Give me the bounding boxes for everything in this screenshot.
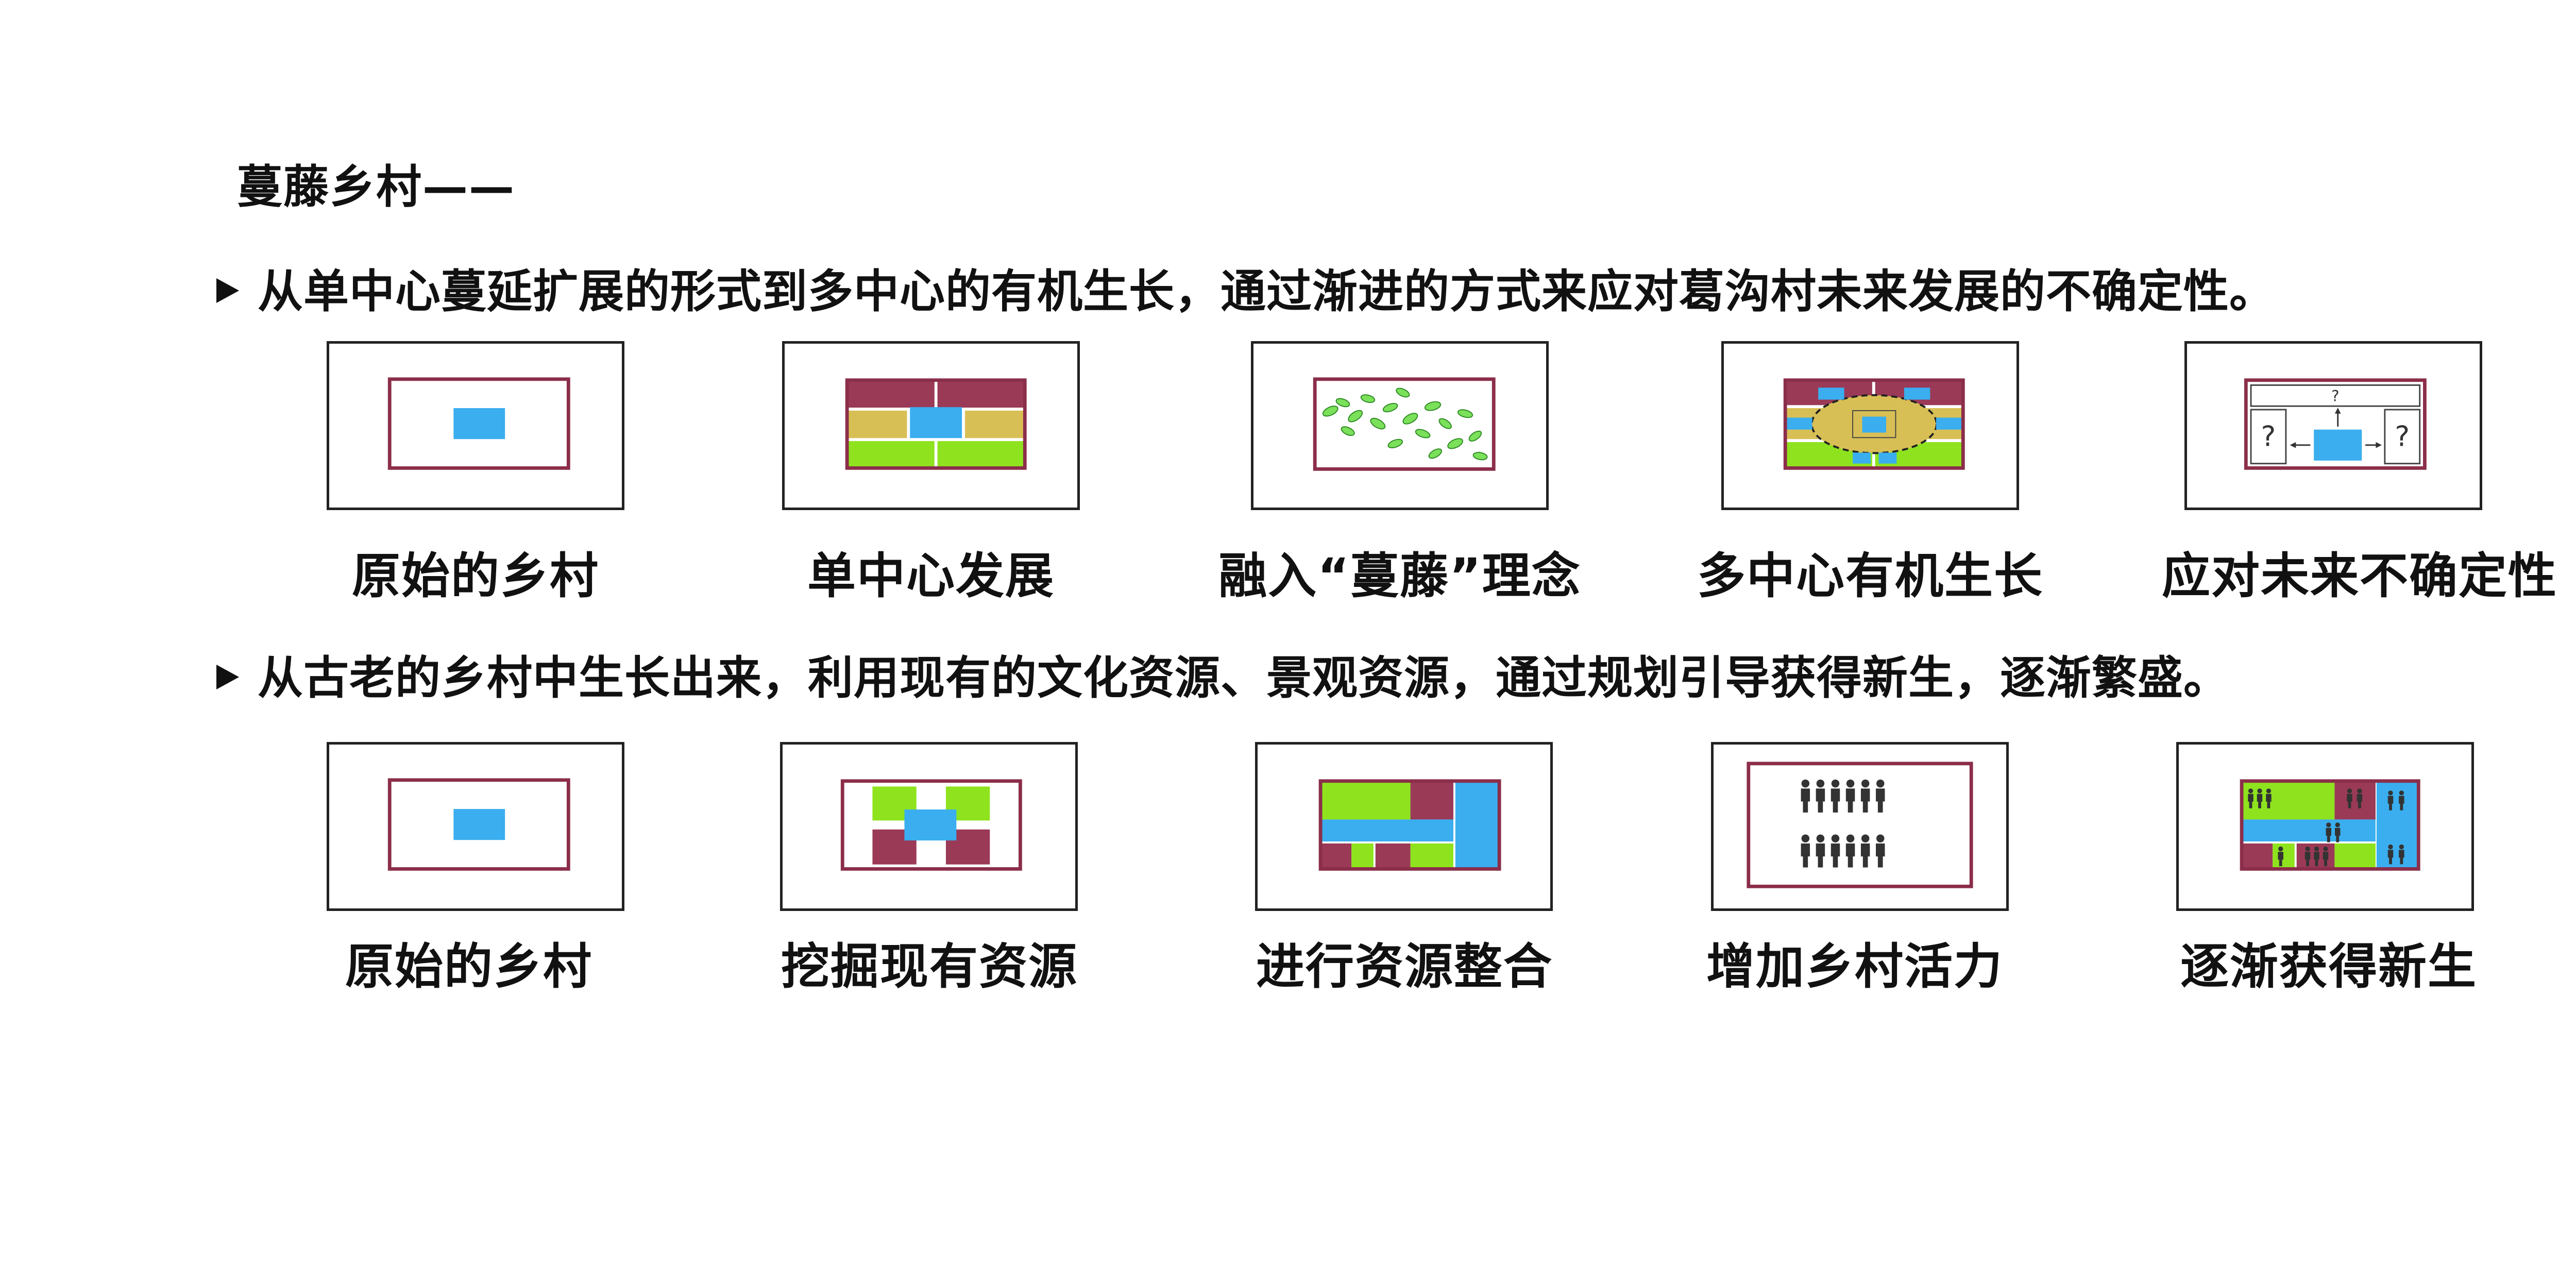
- panel-single-center: [782, 341, 1080, 510]
- caption-row2-5: 逐渐获得新生: [2180, 939, 2477, 995]
- caption-row2-3: 进行资源整合: [1256, 939, 1553, 995]
- row-1-text: 从单中心蔓延扩展的形式到多中心的有机生长，通过渐进的方式来应对葛沟村未来发展的不…: [258, 265, 2276, 318]
- explore-resources-diagram: [840, 779, 1022, 871]
- new-life-diagram: [2240, 779, 2420, 871]
- vitality-diagram: [1747, 762, 1973, 888]
- multi-center-diagram: [1783, 378, 1965, 470]
- panel-new-life: [2176, 742, 2474, 911]
- caption-row2-1: 原始的乡村: [345, 939, 592, 995]
- bullet-row-2: 从古老的乡村中生长出来，利用现有的文化资源、景观资源，通过规划引导获得新生，逐渐…: [216, 642, 2229, 707]
- vine-concept-diagram: [1313, 377, 1496, 471]
- panel-original-village: [327, 341, 624, 510]
- caption-row1-1: 原始的乡村: [351, 548, 599, 604]
- panel-multi-center: [1721, 341, 2019, 510]
- svg-text:?: ?: [2331, 387, 2339, 404]
- caption-row1-4: 多中心有机生长: [1697, 548, 2043, 604]
- panel-original-village-2: [327, 742, 624, 911]
- panel-uncertainty: ? ? ?: [2184, 341, 2482, 510]
- integrate-resources-diagram: [1318, 779, 1501, 871]
- heading: 蔓藤乡村——: [237, 160, 516, 213]
- panel-integrate-resources: [1255, 742, 1553, 911]
- caption-row2-4: 增加乡村活力: [1706, 939, 2003, 995]
- original-village-diagram: [387, 377, 570, 470]
- original-village-diagram-2: [387, 778, 570, 871]
- triangle-bullet-icon: [216, 278, 239, 303]
- row-2-text: 从古老的乡村中生长出来，利用现有的文化资源、景观资源，通过规划引导获得新生，逐渐…: [258, 651, 2230, 704]
- panel-vine-concept: [1251, 341, 1549, 510]
- people-icons: [1801, 779, 1885, 868]
- caption-row1-2: 单中心发展: [807, 548, 1055, 604]
- triangle-bullet-icon: [216, 665, 239, 690]
- bullet-row-1: 从单中心蔓延扩展的形式到多中心的有机生长，通过渐进的方式来应对葛沟村未来发展的不…: [216, 255, 2275, 320]
- panel-vitality: [1711, 742, 2009, 911]
- panel-explore-resources: [780, 742, 1078, 911]
- uncertainty-diagram: ? ? ?: [2244, 378, 2427, 470]
- caption-row1-5: 应对未来不确定性: [2161, 548, 2557, 604]
- caption-row1-3: 融入“蔓藤”理念: [1218, 548, 1581, 604]
- caption-row2-2: 挖掘现有资源: [781, 939, 1078, 995]
- svg-text:?: ?: [2395, 420, 2410, 453]
- svg-text:?: ?: [2261, 420, 2276, 453]
- single-center-diagram: [845, 378, 1027, 470]
